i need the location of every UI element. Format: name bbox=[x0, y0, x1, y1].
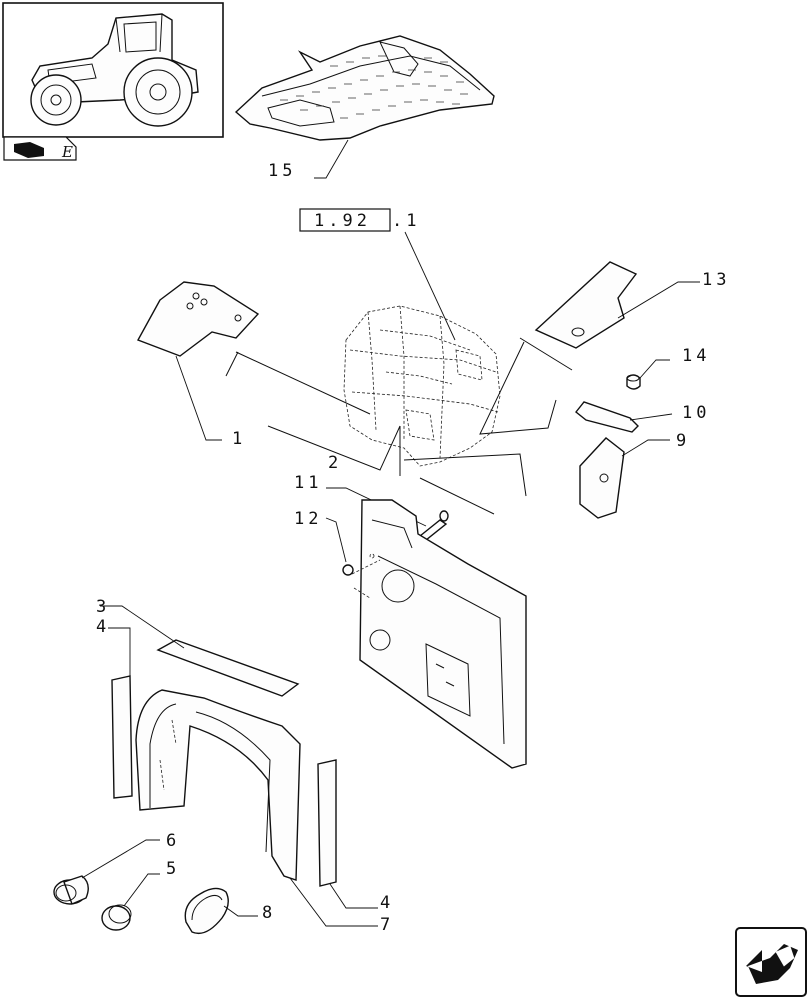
cab-frame bbox=[343, 305, 501, 467]
section-badge: E bbox=[3, 136, 77, 161]
part-15-floor-mat: 15 bbox=[234, 35, 495, 181]
callout-11: 11 bbox=[294, 473, 322, 493]
reference-suffix: .1 bbox=[392, 211, 420, 231]
part-3-pad: 3 bbox=[96, 597, 300, 697]
part-13-panel: 13 bbox=[479, 261, 730, 435]
part-5-cap: 5 bbox=[101, 859, 180, 931]
tractor-thumbnail: E bbox=[2, 2, 224, 161]
reference-boxed: 1.92 bbox=[314, 211, 371, 231]
part-2-leader: 2 bbox=[267, 425, 527, 515]
part-8-oval-cover: 8 bbox=[184, 887, 276, 935]
callout-12: 12 bbox=[294, 509, 322, 529]
next-page-button[interactable] bbox=[735, 927, 807, 997]
part-14-grommet: 14 bbox=[626, 346, 710, 390]
part-4-strip-right: 4 bbox=[317, 759, 394, 913]
part-7-arch-seal: 7 bbox=[135, 689, 394, 935]
part-10-bar: 10 bbox=[575, 401, 710, 433]
callout-13: 13 bbox=[702, 270, 730, 290]
part-12-nut: 12 bbox=[294, 509, 354, 576]
callout-5: 5 bbox=[166, 859, 180, 879]
callout-8: 8 bbox=[262, 903, 276, 923]
callout-4-right: 4 bbox=[380, 893, 394, 913]
callout-10: 10 bbox=[682, 403, 710, 423]
book-icon bbox=[14, 142, 44, 158]
badge-letter: E bbox=[61, 143, 73, 161]
callout-14: 14 bbox=[682, 346, 710, 366]
part-6-plug: 6 bbox=[53, 831, 180, 905]
callout-9: 9 bbox=[676, 431, 690, 451]
callout-3: 3 bbox=[96, 597, 110, 617]
reference-label: 1.92 .1 bbox=[299, 208, 456, 341]
callout-7: 7 bbox=[380, 915, 394, 935]
part-1-panel: 1 bbox=[136, 281, 371, 449]
callout-15: 15 bbox=[268, 161, 296, 181]
tractor-icon bbox=[30, 13, 199, 127]
callout-2: 2 bbox=[328, 453, 342, 473]
part-4-strip-left: 4 bbox=[96, 617, 133, 799]
part-9-bracket: 9 bbox=[579, 431, 690, 519]
callout-6: 6 bbox=[166, 831, 180, 851]
insulation-panel bbox=[351, 499, 527, 769]
callout-1: 1 bbox=[232, 429, 246, 449]
callout-4-left: 4 bbox=[96, 617, 110, 637]
